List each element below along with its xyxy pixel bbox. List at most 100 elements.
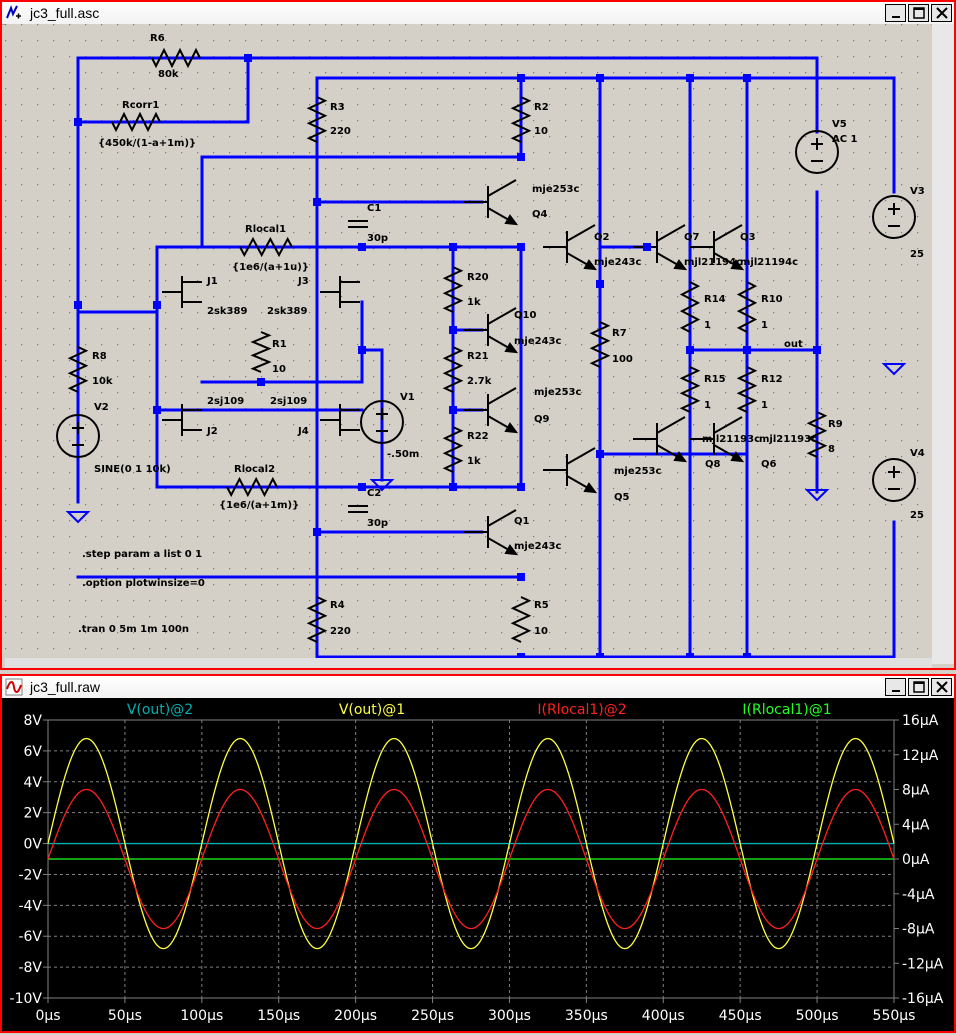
junction-dot xyxy=(358,243,366,251)
voltage-source-symbol[interactable] xyxy=(795,130,839,174)
maximize-button[interactable] xyxy=(908,4,929,22)
transistor-symbol[interactable] xyxy=(543,447,596,493)
component-value-label: 10 xyxy=(534,126,548,137)
transistor-symbol[interactable] xyxy=(690,416,743,462)
ground-symbol xyxy=(804,489,830,502)
component-ref-label: Q3 xyxy=(740,232,756,243)
component-ref-label: R5 xyxy=(534,600,549,611)
resistor-symbol[interactable] xyxy=(111,111,161,133)
voltage-source-symbol[interactable] xyxy=(872,458,916,502)
minimize-button[interactable] xyxy=(885,4,906,22)
y-right-tick-label: -8µA xyxy=(902,922,935,938)
component-ref-label: V4 xyxy=(910,448,925,459)
close-button[interactable] xyxy=(931,4,952,22)
component-value-label: 30p xyxy=(367,518,388,529)
resistor-symbol[interactable] xyxy=(239,236,293,258)
resistor-symbol[interactable] xyxy=(250,331,272,373)
component-ref-label: Q2 xyxy=(594,232,610,243)
jfet-symbol[interactable] xyxy=(320,404,360,436)
schematic-app-icon xyxy=(6,5,21,19)
component-ref-label: R9 xyxy=(828,419,843,430)
schematic-horizontal-scrollbar[interactable] xyxy=(5,658,932,668)
component-value-label: 25 xyxy=(910,510,924,521)
wire xyxy=(200,300,364,384)
component-ref-label: Q10 xyxy=(514,310,536,321)
resistor-symbol[interactable] xyxy=(442,426,464,473)
y-left-tick-label: -2V xyxy=(18,867,42,883)
transistor-symbol[interactable] xyxy=(543,224,596,270)
component-ref-label: R10 xyxy=(761,294,783,305)
junction-dot xyxy=(449,483,457,491)
voltage-source-symbol[interactable] xyxy=(360,400,404,444)
resistor-symbol[interactable] xyxy=(306,596,328,643)
schematic-drawing: R680kRcorr1{450k/(1-a+1m)}R3220R210Q4mje… xyxy=(5,24,931,662)
resistor-symbol[interactable] xyxy=(679,366,701,413)
waveform-titlebar[interactable]: jc3_full.raw xyxy=(2,676,954,699)
junction-dot xyxy=(686,74,694,82)
transistor-symbol[interactable] xyxy=(464,307,517,353)
component-ref-label: V2 xyxy=(94,402,109,413)
transistor-symbol[interactable] xyxy=(464,387,517,433)
component-value-label: 2.7k xyxy=(467,376,492,387)
resistor-symbol[interactable] xyxy=(679,281,701,333)
jfet-symbol[interactable] xyxy=(162,276,202,308)
component-value-label: mjl21193c xyxy=(759,434,817,445)
resistor-symbol[interactable] xyxy=(67,346,89,393)
resistor-symbol[interactable] xyxy=(510,96,532,143)
transistor-symbol[interactable] xyxy=(690,224,743,270)
transistor-symbol[interactable] xyxy=(633,416,686,462)
jfet-symbol[interactable] xyxy=(162,404,202,436)
capacitor-symbol[interactable] xyxy=(348,505,368,513)
resistor-symbol[interactable] xyxy=(806,411,828,458)
wire xyxy=(360,348,384,482)
resistor-symbol[interactable] xyxy=(736,366,758,413)
voltage-source-symbol[interactable] xyxy=(872,195,916,239)
close-icon xyxy=(936,7,948,19)
y-right-tick-label: 12µA xyxy=(902,748,939,764)
series-line xyxy=(47,788,895,930)
transistor-symbol[interactable] xyxy=(464,179,517,225)
resistor-symbol[interactable] xyxy=(226,476,278,498)
capacitor-symbol[interactable] xyxy=(348,220,368,228)
component-value-label: 1 xyxy=(761,320,768,331)
spice-directive: .option plotwinsize=0 xyxy=(82,578,205,589)
component-value-label: 8 xyxy=(828,444,835,455)
component-value-label: mjl21194c xyxy=(684,257,742,268)
component-ref-label: Rlocal1 xyxy=(245,224,286,235)
resistor-symbol[interactable] xyxy=(442,266,464,313)
component-ref-label: R3 xyxy=(330,102,345,113)
legend-entry[interactable]: I(Rlocal1)@1 xyxy=(742,702,831,718)
ground-symbol xyxy=(881,363,907,376)
jfet-symbol[interactable] xyxy=(320,276,360,308)
wave-minimize-button[interactable] xyxy=(885,678,906,696)
resistor-symbol[interactable] xyxy=(442,346,464,393)
component-value-label: 2sk389 xyxy=(267,306,307,317)
wave-maximize-button[interactable] xyxy=(908,678,929,696)
minimize-icon xyxy=(892,690,900,692)
legend-entry[interactable]: I(Rlocal1)@2 xyxy=(537,702,626,718)
resistor-symbol[interactable] xyxy=(736,281,758,333)
resistor-symbol[interactable] xyxy=(510,596,532,643)
component-value-label: 1k xyxy=(467,456,481,467)
transistor-symbol[interactable] xyxy=(633,224,686,270)
junction-dot xyxy=(743,653,751,661)
schematic-vertical-scrollbar[interactable] xyxy=(932,24,954,664)
resistor-symbol[interactable] xyxy=(589,321,611,368)
y-right-tick-label: -16µA xyxy=(902,991,944,1007)
component-value-label: SINE(0 1 10k) xyxy=(94,464,171,475)
transistor-symbol[interactable] xyxy=(464,509,517,555)
resistor-symbol[interactable] xyxy=(306,96,328,143)
resistor-symbol[interactable] xyxy=(151,47,201,69)
ground-symbol xyxy=(369,479,395,492)
wave-close-button[interactable] xyxy=(931,678,952,696)
component-value-label: mjl21194c xyxy=(740,257,798,268)
legend-entry[interactable]: V(out)@2 xyxy=(127,702,193,718)
component-value-label: 30p xyxy=(367,233,388,244)
legend-entry[interactable]: V(out)@1 xyxy=(339,702,405,718)
schematic-titlebar[interactable]: jc3_full.asc xyxy=(2,2,954,25)
voltage-source-symbol[interactable] xyxy=(56,414,100,458)
junction-dot xyxy=(596,653,604,661)
